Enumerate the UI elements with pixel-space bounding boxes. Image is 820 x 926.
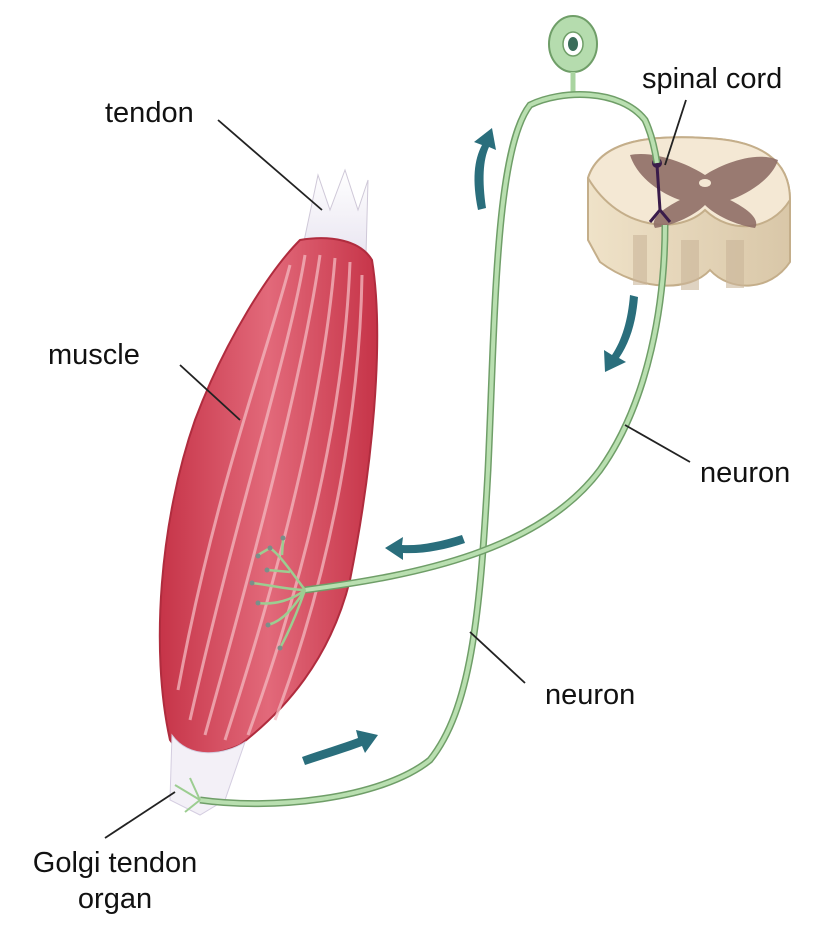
arrow-right-icon [302, 730, 378, 765]
dorsal-root-ganglion [549, 16, 597, 95]
leader-neuron-lower [470, 632, 525, 683]
label-golgi-line2: organ [2, 882, 228, 917]
leader-golgi [105, 792, 175, 838]
spinal-cord-section [588, 137, 790, 290]
muscle-body [160, 238, 377, 754]
arrow-up-icon [474, 128, 496, 210]
label-neuron-upper: neuron [700, 456, 790, 491]
label-spinal-cord: spinal cord [642, 62, 782, 97]
label-golgi-line1: Golgi tendon [2, 846, 228, 881]
leader-tendon [218, 120, 322, 210]
label-muscle: muscle [48, 338, 140, 373]
leader-neuron-upper [625, 425, 690, 462]
arrow-left-icon [385, 535, 465, 560]
label-neuron-lower: neuron [545, 678, 635, 713]
arrow-down-icon [604, 295, 638, 372]
label-tendon: tendon [105, 96, 194, 131]
